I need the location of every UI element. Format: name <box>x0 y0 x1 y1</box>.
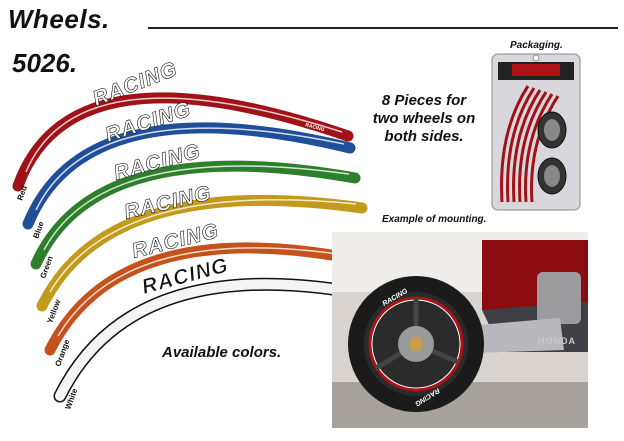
stripe-red-inner <box>25 97 343 173</box>
title-divider <box>148 27 618 29</box>
stripe-white-arc <box>55 279 389 401</box>
stripe-red: RACING RACING Red <box>12 57 354 202</box>
stripe-red-brand: RACING <box>304 122 325 133</box>
honda-logo: HONDA <box>538 336 576 346</box>
colors-caption: Available colors. <box>162 344 282 361</box>
mounting-photo: RACING RACING HONDA <box>332 232 588 428</box>
stripe-orange-inner <box>57 247 365 337</box>
stripe-green-inner <box>43 165 350 251</box>
stripe-yellow-racing: RACING <box>122 181 214 223</box>
stripe-yellow-inner <box>49 199 357 293</box>
mounting-caption: Example of mounting. <box>382 214 487 225</box>
page-title: Wheels. <box>8 4 110 34</box>
packaging-image <box>491 53 581 211</box>
stripe-blue-inner <box>35 127 345 211</box>
model-number: 5026. <box>12 48 78 78</box>
pieces-info: 8 Pieces for two wheels on both sides. <box>372 92 476 145</box>
packaging-caption: Packaging. <box>510 40 563 51</box>
